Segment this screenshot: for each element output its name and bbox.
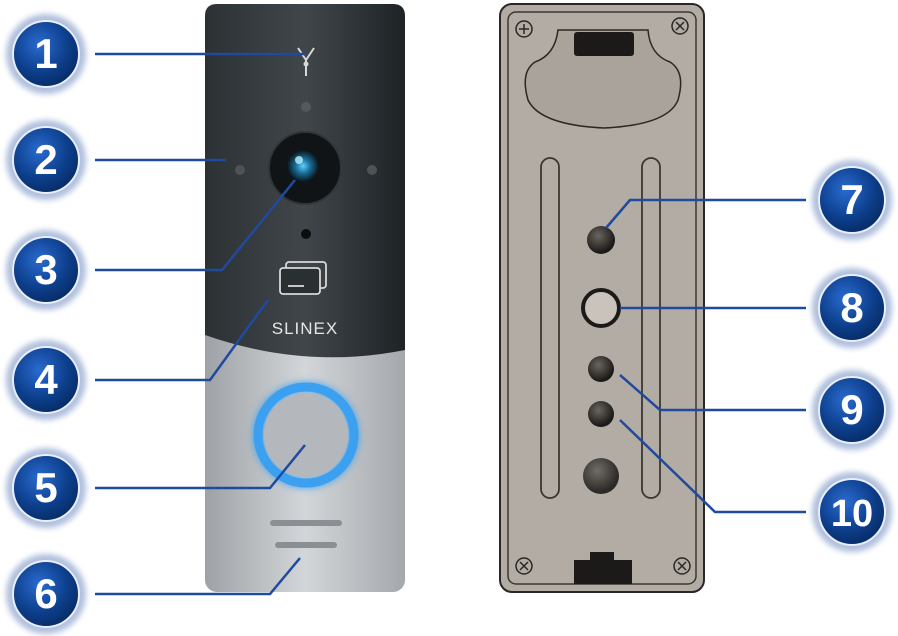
microphone-hole <box>301 229 311 239</box>
lens-highlight <box>295 156 303 164</box>
callout-badge-8: 8 <box>812 268 892 348</box>
call-button-ring <box>253 382 359 488</box>
ir-led-left <box>235 165 245 175</box>
callout-badge-1: 1 <box>6 14 86 94</box>
back-panel <box>499 3 705 593</box>
callout-number: 8 <box>840 284 863 331</box>
leader-line-6 <box>95 557 301 596</box>
callout-badge-9: 9 <box>812 370 892 450</box>
camera-lens <box>287 150 319 182</box>
callout-badge-7: 7 <box>812 160 892 240</box>
adjuster-9 <box>588 356 614 382</box>
callout-badge-2: 2 <box>6 120 86 200</box>
card-reader-icon <box>279 261 327 295</box>
screw-icon <box>515 20 533 38</box>
callout-badge-5: 5 <box>6 448 86 528</box>
callout-number: 7 <box>840 176 863 223</box>
speaker-slot-2 <box>275 542 337 548</box>
bottom-tab <box>574 552 632 584</box>
mounting-slot-left <box>540 157 560 499</box>
leader-line-3 <box>95 179 296 272</box>
wifi-antenna-icon <box>297 47 315 76</box>
leader-line-10 <box>619 419 806 514</box>
leader-lines <box>95 52 806 596</box>
callout-number: 3 <box>34 246 57 293</box>
cable-grommet <box>583 458 619 494</box>
callout-number: 1 <box>34 30 57 77</box>
front-panel: SLINEX <box>205 4 405 592</box>
callout-number: 6 <box>34 570 57 617</box>
adjuster-10 <box>588 401 614 427</box>
mounting-slot-right <box>641 157 661 499</box>
adjuster-8 <box>581 288 621 328</box>
callout-badge-10: 10 <box>812 472 892 552</box>
ir-led-right <box>367 165 377 175</box>
callout-badge-3: 3 <box>6 230 86 310</box>
callout-number: 9 <box>840 386 863 433</box>
leader-line-7 <box>605 198 806 229</box>
mounting-clip <box>574 32 634 56</box>
leader-line-9 <box>619 374 806 412</box>
callout-badge-4: 4 <box>6 340 86 420</box>
brand-logo: SLINEX <box>272 319 338 338</box>
mounting-bracket-recess <box>524 29 682 129</box>
callout-number: 4 <box>34 356 58 403</box>
leader-line-4 <box>95 299 270 382</box>
leader-line-5 <box>95 444 306 490</box>
callout-badges: 1 2 3 4 5 6 7 <box>6 14 892 634</box>
callout-number: 5 <box>34 464 57 511</box>
callout-number: 10 <box>831 493 873 535</box>
adjuster-7 <box>587 226 615 254</box>
screw-icon <box>515 557 533 575</box>
screw-icon <box>671 17 689 35</box>
callout-number: 2 <box>34 136 57 183</box>
speaker-slot-1 <box>270 520 342 526</box>
screw-icon <box>673 557 691 575</box>
call-button <box>264 393 348 477</box>
callout-badge-6: 6 <box>6 554 86 634</box>
sensor-top <box>301 102 311 112</box>
